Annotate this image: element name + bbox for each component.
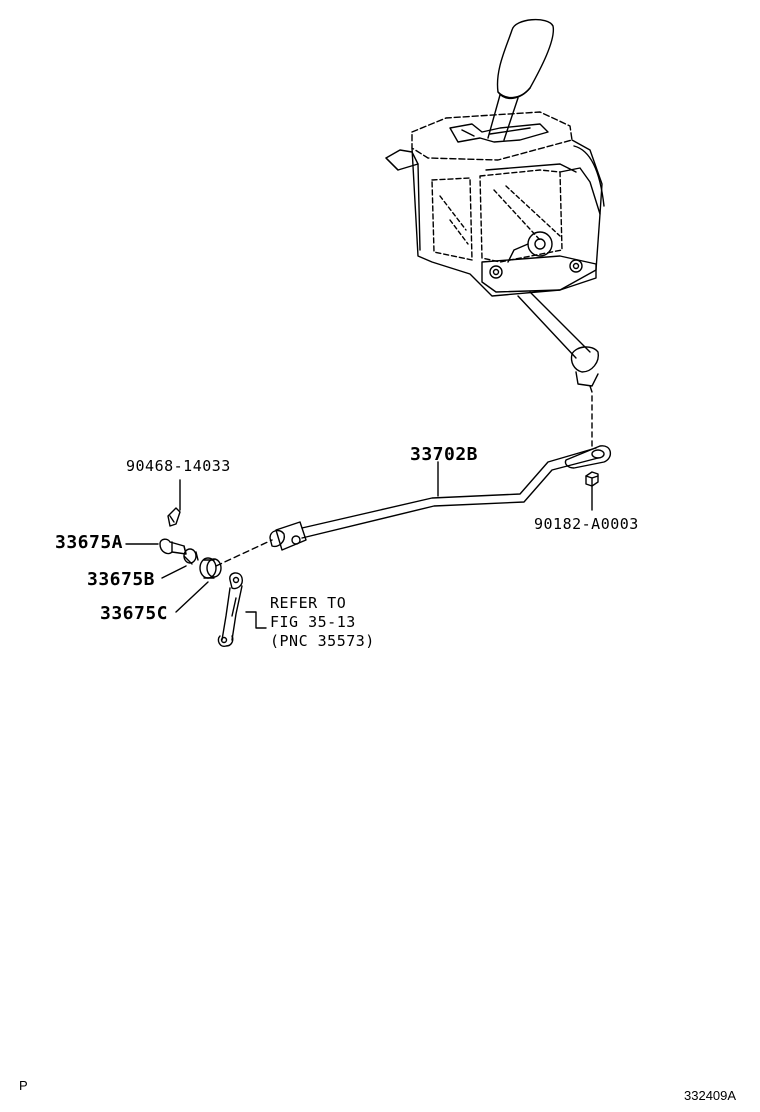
part-label-33675c: 33675C (100, 603, 169, 624)
rod-clevis (275, 521, 307, 551)
alignment-dashed (215, 539, 273, 567)
part-label-90182-a0003: 90182-A0003 (534, 515, 639, 533)
shift-lever-assembly (385, 19, 605, 447)
refer-note-line1: REFER TO (270, 594, 347, 612)
transmission-lever-arm (217, 572, 244, 648)
shifter-lower-arm (517, 291, 591, 359)
nut-90182 (585, 471, 599, 511)
part-label-33702b: 33702B (410, 444, 479, 465)
shift-rod (269, 445, 611, 551)
clip-90468 (167, 479, 181, 527)
bushing-33675c (199, 557, 222, 579)
pin-33675a (159, 538, 187, 555)
diagram-code: 332409A (684, 1088, 737, 1103)
part-label-90468-14033: 90468-14033 (126, 457, 231, 475)
gate-plate (411, 111, 573, 161)
corner-label-left: P (19, 1078, 28, 1093)
refer-note-line3: (PNC 35573) (270, 632, 375, 650)
shift-knob (496, 19, 555, 99)
refer-note-line2: FIG 35-13 (270, 613, 356, 631)
bushing-33675b (183, 548, 199, 565)
rod-end-plate (564, 445, 611, 469)
part-label-33675a: 33675A (55, 532, 124, 553)
shifter-housing (411, 139, 603, 297)
part-label-33675b: 33675B (87, 569, 156, 590)
